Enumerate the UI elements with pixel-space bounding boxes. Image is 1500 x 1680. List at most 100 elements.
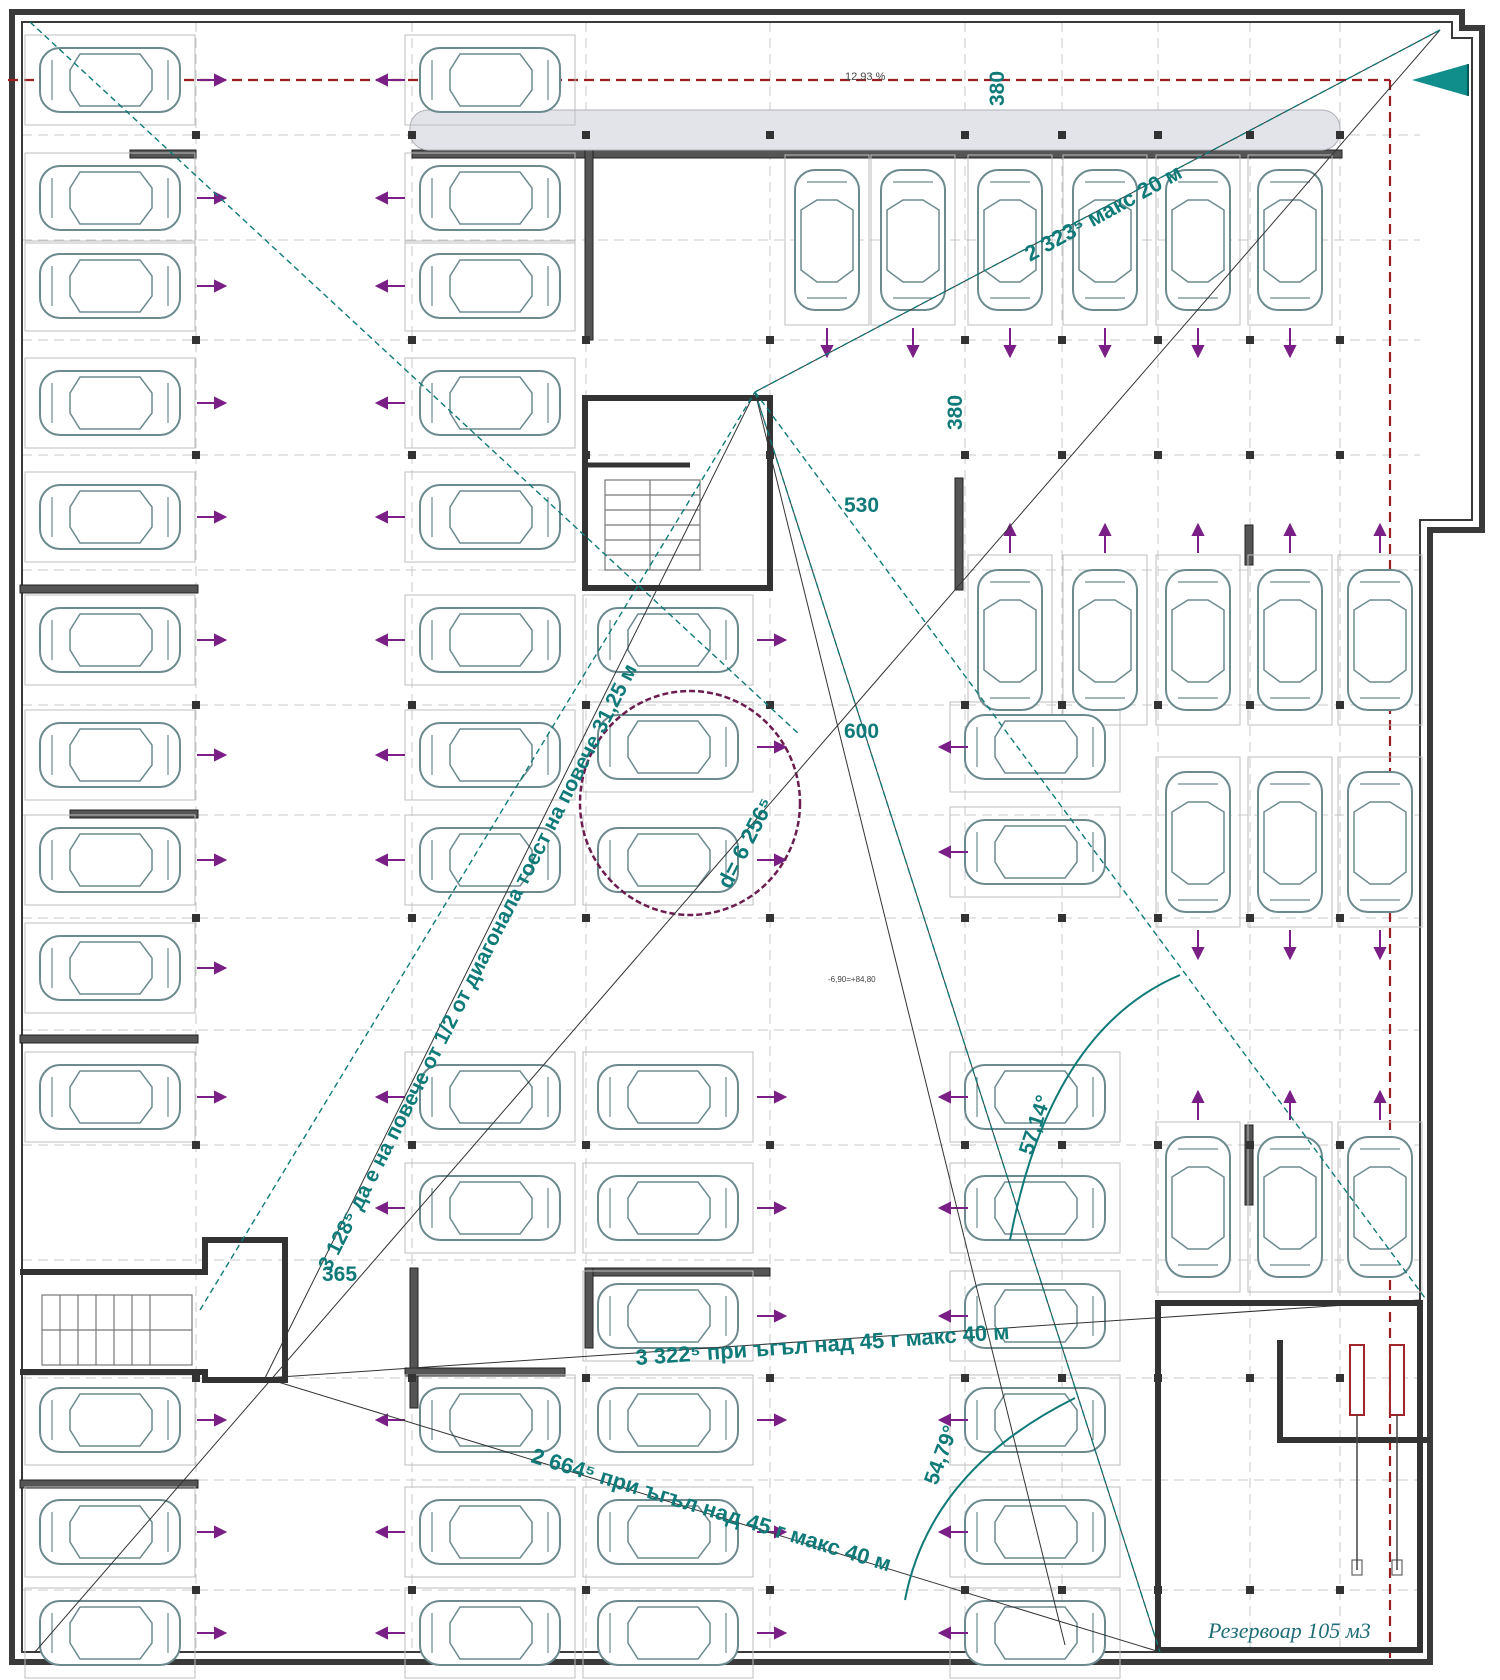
exit-arrow-icon — [374, 510, 388, 524]
exit-arrow-icon — [1003, 345, 1017, 359]
car-icon — [419, 1064, 561, 1130]
stair-core-top — [582, 395, 773, 591]
angle-54-79: 54,79° — [920, 1423, 962, 1488]
exit-arrow-icon — [906, 345, 920, 359]
car-icon — [964, 1600, 1106, 1666]
car-icon — [1165, 569, 1231, 711]
car-icon — [39, 47, 181, 113]
car-icon — [39, 607, 181, 673]
car-icon — [1347, 771, 1413, 913]
car-icon — [597, 607, 739, 673]
exit-arrow-icon — [937, 1090, 951, 1104]
car-icon — [964, 1499, 1106, 1565]
exit-arrow-icon — [937, 1525, 951, 1539]
exit-arrow-icon — [937, 1309, 951, 1323]
exit-arrow-icon — [214, 748, 228, 762]
car-icon — [597, 1387, 739, 1453]
angle-arcs — [904, 974, 1181, 1601]
exit-arrow-icon — [774, 1201, 788, 1215]
car-icon — [1257, 569, 1323, 711]
exit-arrow-icon — [374, 279, 388, 293]
exit-arrow-icon — [937, 1413, 951, 1427]
exit-arrow-icon — [774, 1626, 788, 1640]
exit-arrow-icon — [1191, 1089, 1205, 1103]
north-arrow-icon — [1412, 64, 1469, 96]
exit-arrows — [197, 73, 1387, 1640]
exit-arrow-icon — [374, 396, 388, 410]
exit-arrow-icon — [1283, 947, 1297, 961]
exit-arrow-icon — [1191, 522, 1205, 536]
exit-arrow-icon — [1191, 947, 1205, 961]
car-icon — [1165, 771, 1231, 913]
car-icon — [880, 169, 946, 311]
car-icon — [419, 1175, 561, 1241]
revision-cloud — [578, 689, 802, 917]
stair-core-bottom — [20, 1237, 288, 1383]
exit-arrow-icon — [214, 1525, 228, 1539]
car-icon — [1257, 771, 1323, 913]
car-icon — [419, 253, 561, 319]
exit-arrow-icon — [937, 845, 951, 859]
exit-arrow-icon — [374, 1413, 388, 1427]
car-icon — [1257, 1136, 1323, 1278]
teal-dashed-lines — [29, 21, 1441, 1653]
exit-arrow-icon — [937, 1626, 951, 1640]
car-icon — [1072, 569, 1138, 711]
exit-arrow-icon — [214, 853, 228, 867]
exit-arrow-icon — [1283, 345, 1297, 359]
slope-label: 12,93 % — [845, 71, 886, 83]
exit-arrow-icon — [1191, 345, 1205, 359]
stair-icon — [604, 479, 701, 571]
car-icon — [419, 722, 561, 788]
car-icon — [597, 714, 739, 780]
car-icon — [419, 47, 561, 113]
dimension-530: 530 — [844, 494, 879, 517]
exit-arrow-icon — [774, 853, 788, 867]
car-icon — [597, 1064, 739, 1130]
dimension-600: 600 — [844, 720, 879, 743]
dimension-380-mid: 380 — [944, 395, 967, 430]
car-icon — [597, 1600, 739, 1666]
exit-arrow-icon — [374, 191, 388, 205]
car-icon — [597, 1175, 739, 1241]
car-icon — [1257, 169, 1323, 311]
exit-arrow-icon — [214, 396, 228, 410]
car-icon — [964, 819, 1106, 885]
exit-arrow-icon — [374, 633, 388, 647]
exit-arrow-icon — [214, 961, 228, 975]
exit-arrow-icon — [1283, 1089, 1297, 1103]
car-icon — [39, 253, 181, 319]
car-icon — [1165, 169, 1231, 311]
exit-arrow-icon — [774, 1413, 788, 1427]
car-icon — [39, 165, 181, 231]
exit-arrow-icon — [774, 633, 788, 647]
exit-arrow-icon — [374, 853, 388, 867]
exit-arrow-icon — [1373, 1089, 1387, 1103]
car-icon — [39, 1600, 181, 1666]
stair-icon — [41, 1294, 193, 1366]
exit-arrow-icon — [374, 1525, 388, 1539]
exit-arrow-icon — [214, 73, 228, 87]
car-icon — [964, 714, 1106, 780]
columns — [192, 131, 1344, 1594]
car-icon — [419, 484, 561, 550]
elevation-label: -6,90=+84,80 — [828, 975, 876, 984]
ramp-area — [409, 109, 1341, 151]
exit-arrow-icon — [214, 510, 228, 524]
exit-arrow-icon — [774, 1090, 788, 1104]
car-icon — [39, 827, 181, 893]
exit-arrow-icon — [214, 1090, 228, 1104]
exit-arrow-icon — [214, 633, 228, 647]
exit-arrow-icon — [937, 1201, 951, 1215]
car-icon — [964, 1175, 1106, 1241]
exit-arrow-icon — [1283, 522, 1297, 536]
exit-arrow-icon — [374, 1201, 388, 1215]
exit-arrow-icon — [1098, 345, 1112, 359]
car-icon — [419, 1387, 561, 1453]
car-icon — [419, 165, 561, 231]
car-icon — [1165, 1136, 1231, 1278]
pump-icon — [1349, 1344, 1405, 1576]
car-icon — [39, 484, 181, 550]
exit-arrow-icon — [1373, 947, 1387, 961]
car-icon — [39, 370, 181, 436]
